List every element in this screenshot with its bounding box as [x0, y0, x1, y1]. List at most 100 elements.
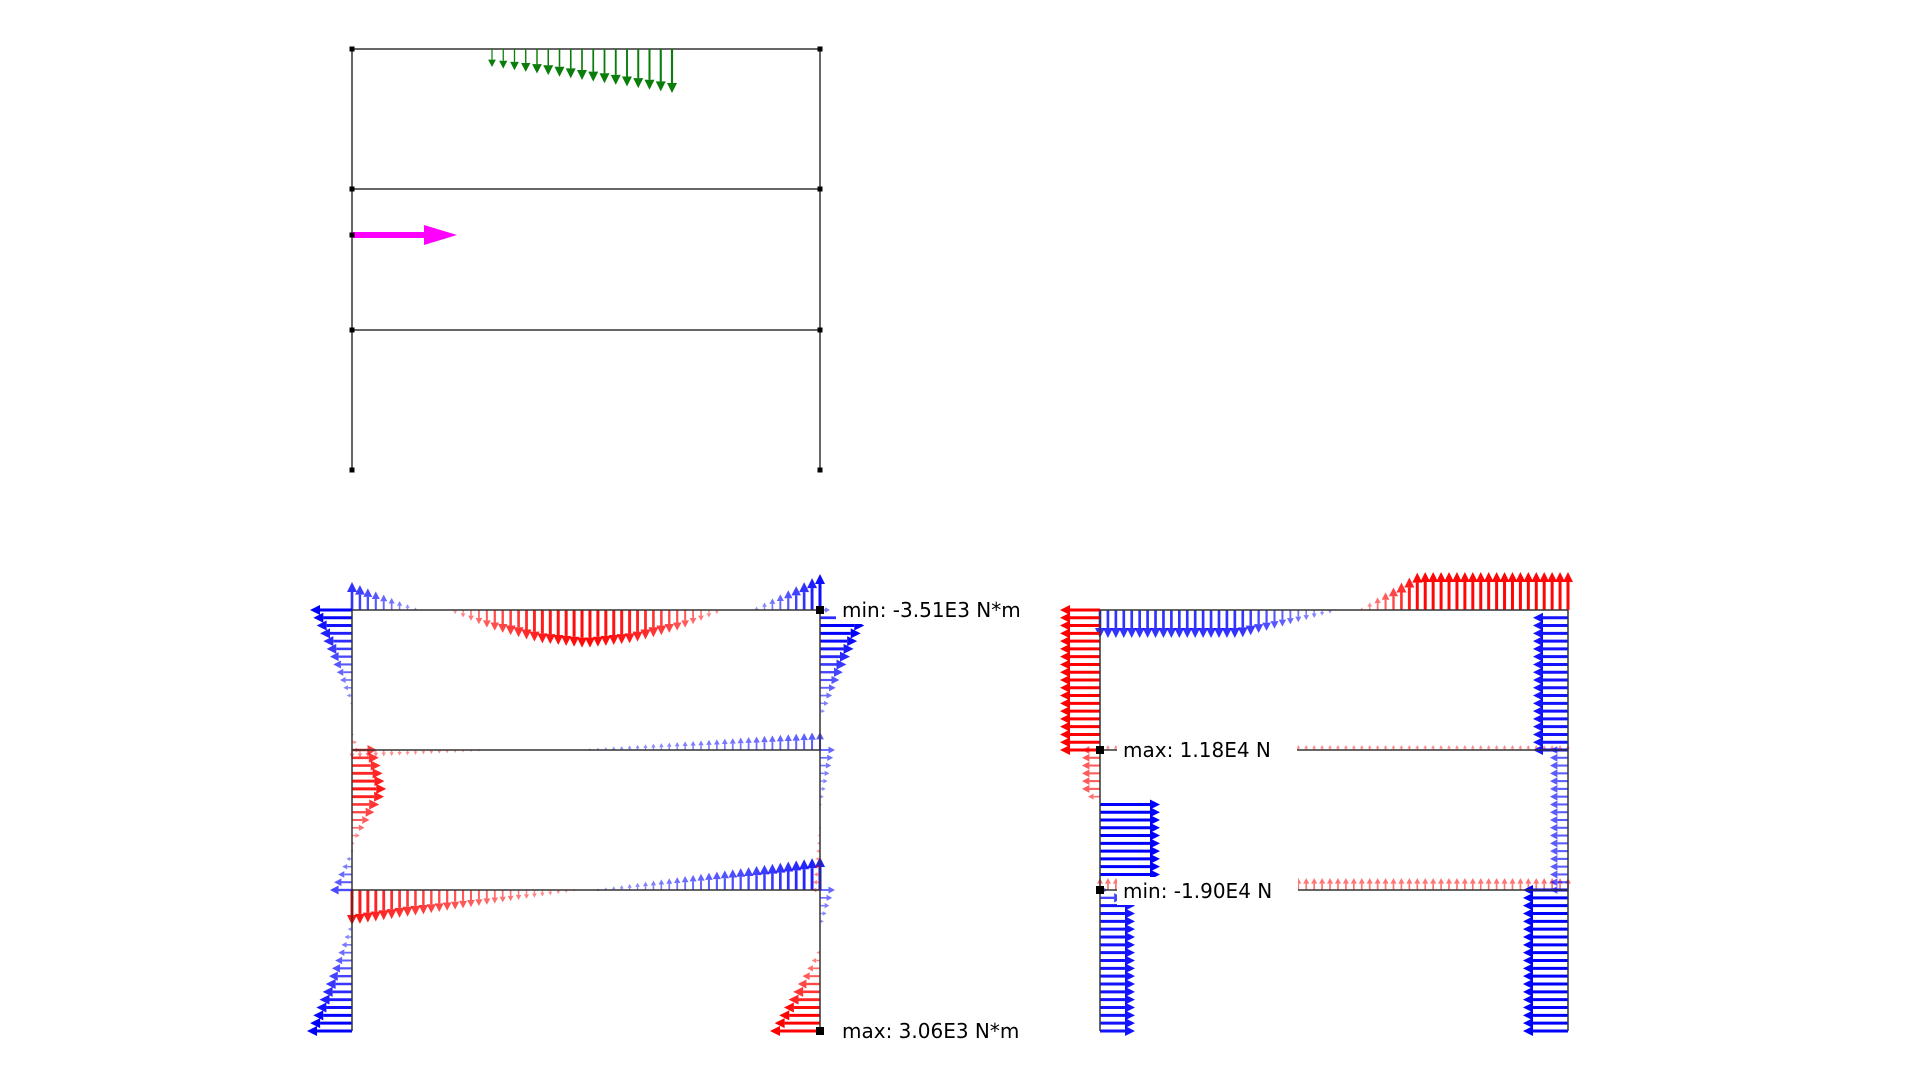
- shear-arrow: [1533, 675, 1568, 685]
- moment-arrow: [344, 934, 352, 940]
- moment-arrow: [467, 890, 475, 908]
- shear-arrow: [1550, 870, 1568, 879]
- moment-arrow: [666, 878, 673, 890]
- moment-arrow: [402, 890, 413, 917]
- shear-arrow: [1414, 878, 1421, 890]
- shear-arrow: [1550, 823, 1568, 832]
- shear-arrow: [1550, 847, 1568, 856]
- shear-arrow: [1158, 610, 1169, 638]
- shear-arrow: [1319, 878, 1326, 890]
- moment-arrow: [537, 610, 548, 644]
- shear-arrow: [1150, 610, 1161, 638]
- shear-arrow: [1523, 1026, 1568, 1036]
- moment-arrow: [643, 744, 648, 750]
- moment-arrow: [674, 877, 681, 890]
- shear-arrow: [1126, 610, 1137, 638]
- moment-arrow: [737, 737, 744, 750]
- distributed-load-arrow: [644, 49, 655, 90]
- shear-min-label: min: -1.90E4 N: [1117, 877, 1299, 905]
- shear-arrow: [1100, 846, 1160, 857]
- distributed-load-arrow: [655, 49, 666, 92]
- moment-arrow: [490, 610, 500, 631]
- shear-arrow: [1100, 924, 1135, 935]
- shear-arrow: [1100, 1002, 1135, 1013]
- shear-arrow: [1100, 979, 1135, 989]
- moment-arrow: [698, 740, 704, 750]
- shear-arrow: [1060, 698, 1100, 709]
- shear-arrow: [1451, 572, 1462, 610]
- moment-arrow: [666, 742, 672, 750]
- shear-arrow: [1060, 721, 1100, 732]
- shear-arrow: [1406, 878, 1413, 890]
- shear-arrow: [1303, 878, 1310, 890]
- shear-arrow: [1303, 610, 1309, 621]
- moment-arrow: [352, 768, 383, 779]
- moment-arrow: [475, 890, 483, 907]
- moment-arrow: [450, 890, 460, 910]
- shear-arrow: [1100, 861, 1160, 872]
- shear-arrow: [1550, 831, 1568, 840]
- moment-arrow: [313, 612, 352, 623]
- moment-arrow: [820, 886, 835, 894]
- moment-arrow: [729, 738, 736, 750]
- shear-arrow: [1444, 572, 1455, 610]
- shear-arrow: [1100, 815, 1160, 825]
- shear-arrow: [1541, 878, 1548, 890]
- moment-arrow: [523, 890, 530, 899]
- moment-arrow: [352, 760, 381, 771]
- moment-arrow: [656, 610, 667, 636]
- moment-arrow: [820, 911, 827, 916]
- shear-arrow: [1100, 955, 1135, 966]
- shear-arrow: [1060, 737, 1100, 748]
- shear-arrow: [1100, 916, 1135, 927]
- moment-arrow: [783, 1002, 820, 1013]
- moment-arrow: [811, 958, 820, 963]
- moment-arrow: [355, 585, 365, 610]
- distributed-load-arrow: [622, 49, 632, 87]
- moment-arrow: [714, 739, 720, 750]
- shear-arrow: [1100, 807, 1160, 818]
- shear-arrow: [1253, 610, 1264, 634]
- moment-arrow: [689, 610, 697, 625]
- moment-arrow: [793, 986, 820, 997]
- shear-arrow: [1533, 706, 1568, 717]
- moment-arrow: [397, 600, 403, 610]
- moment-arrow: [592, 610, 603, 647]
- moment-arrow: [569, 610, 580, 647]
- shear-arrow: [1082, 753, 1100, 762]
- moment-arrow: [322, 986, 352, 997]
- moment-arrow: [759, 864, 770, 890]
- moment-arrow: [775, 862, 786, 890]
- shear-arrow: [1278, 610, 1287, 627]
- moment-arrow: [347, 582, 357, 610]
- shear-arrow: [1461, 878, 1468, 890]
- shear-arrow: [1509, 878, 1516, 890]
- shear-arrow: [1060, 706, 1100, 717]
- shear-arrow: [1550, 808, 1568, 817]
- shear-arrow: [1436, 572, 1447, 610]
- moment-arrow: [334, 878, 352, 887]
- moment-arrow: [648, 610, 659, 638]
- shear-arrow: [1523, 1002, 1568, 1013]
- moment-arrow: [386, 890, 397, 920]
- node-marker: [349, 186, 355, 192]
- shear-arrow: [1533, 737, 1568, 748]
- shear-arrow: [1295, 610, 1302, 623]
- moment-arrow: [797, 979, 820, 989]
- distributed-load-arrow: [610, 49, 621, 85]
- shear-arrow: [1358, 878, 1365, 890]
- moment-arrow: [736, 868, 746, 890]
- shear-arrow: [1438, 878, 1445, 890]
- moment-arrow: [689, 874, 697, 890]
- shear-arrow: [1060, 729, 1100, 740]
- shear-arrow: [1100, 971, 1135, 982]
- moment-arrow: [743, 867, 754, 890]
- shear-arrow: [1334, 878, 1341, 890]
- shear-arrow: [1100, 869, 1160, 880]
- moment-arrow: [788, 994, 820, 1005]
- shear-arrow: [1381, 592, 1390, 610]
- shear-arrow: [1533, 659, 1568, 670]
- moment-arrow: [354, 890, 365, 924]
- shear-arrow: [1501, 878, 1508, 890]
- moment-arrow: [405, 604, 410, 610]
